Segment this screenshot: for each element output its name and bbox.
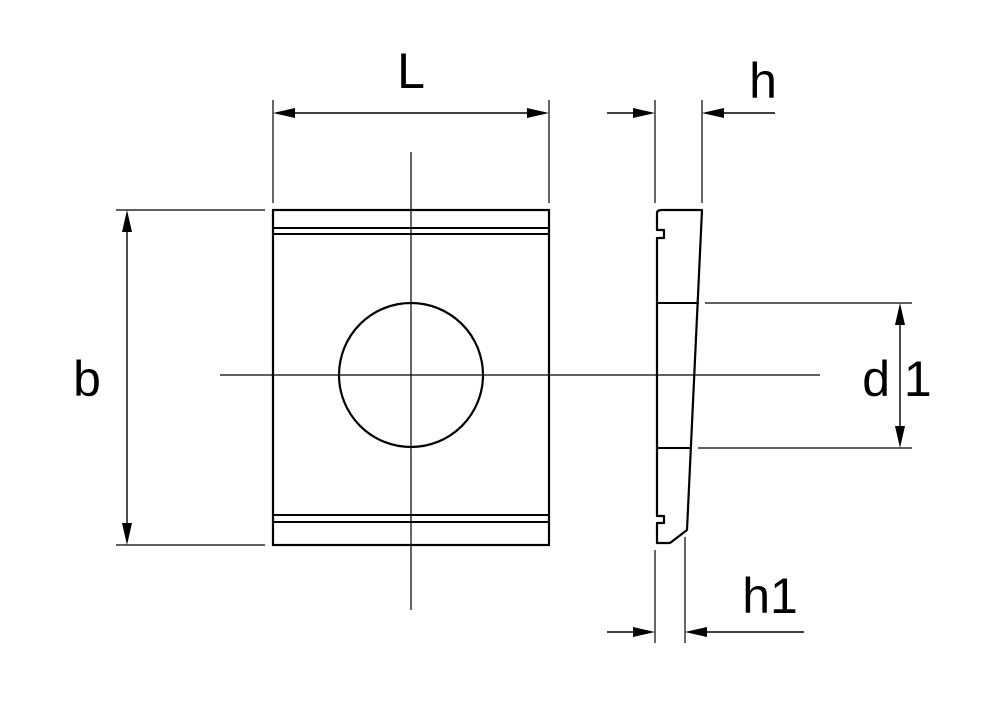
arrowhead [273,108,295,118]
dimension-h [607,100,775,203]
dimension-b [116,209,265,546]
label-b: b [73,351,101,407]
side-view-outline [655,208,704,545]
side-view [655,208,704,545]
dimension-L [272,100,550,203]
arrowhead [633,627,655,637]
arrowhead [122,210,132,232]
label-d1: d 1 [862,351,932,407]
dimension-d1 [698,302,912,449]
arrowhead [122,523,132,545]
label-L: L [397,43,425,99]
arrowhead [702,108,724,118]
arrowhead [527,108,549,118]
arrowhead [895,303,905,325]
arrowhead [633,108,655,118]
dimension-h1 [607,537,804,643]
label-h1: h1 [742,568,798,624]
label-h: h [749,53,777,109]
arrowhead [685,627,707,637]
front-view [220,152,820,610]
arrowhead [895,426,905,448]
